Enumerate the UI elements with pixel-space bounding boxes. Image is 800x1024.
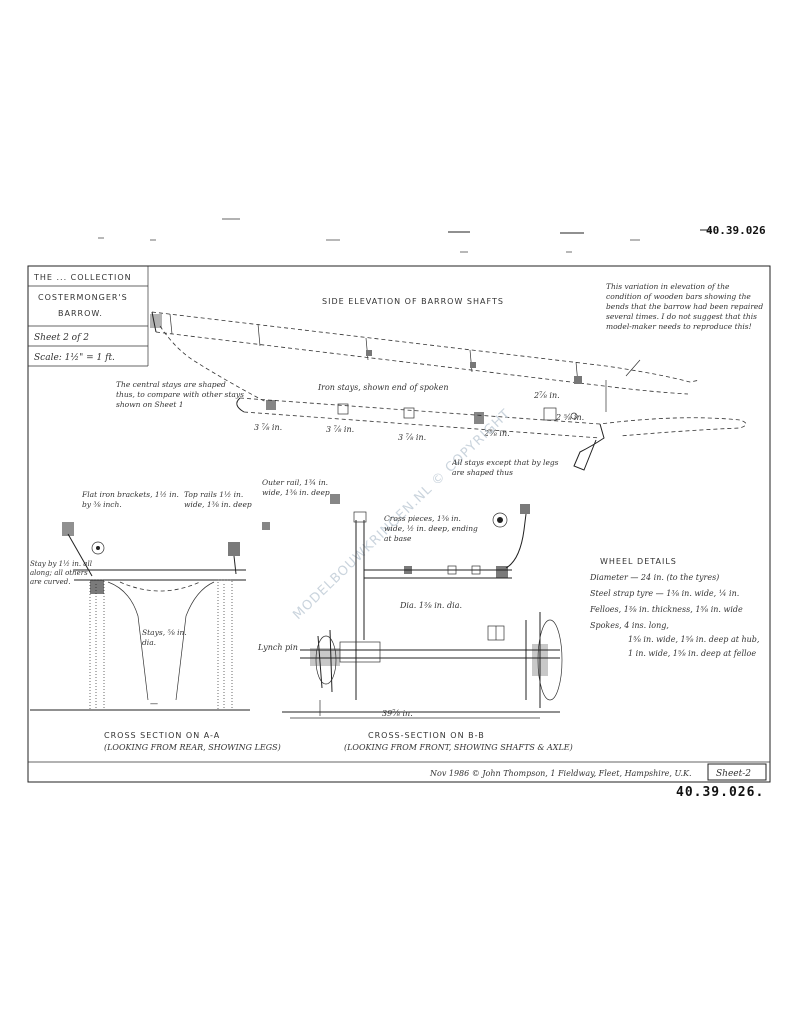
title-block: THE ... COLLECTION COSTERMONGER'S BARROW…: [28, 266, 149, 367]
drawing-border: [27, 265, 771, 783]
footer: Nov 1986 © John Thompson, 1 Fieldway, Fl…: [28, 761, 770, 800]
rear-subcaption: (LOOKING FROM REAR, SHOWING LEGS): [104, 743, 281, 752]
elevation-dim-5: 2⅝ in.: [483, 429, 510, 438]
elevation-title: SIDE ELEVATION OF BARROW SHAFTS: [322, 297, 504, 306]
title-block-scale: Scale: 1½" = 1 ft.: [34, 352, 115, 363]
rear-stay-note-box: Stay by 1½ in. all along; all others are…: [30, 560, 92, 586]
wheel-detail-line-2: Steel strap tyre — 1⅜ in. wide, ¼ in.: [590, 589, 739, 598]
front-width-dim: 39⅞ in.: [382, 709, 413, 718]
wheel-details-title: WHEEL DETAILS: [600, 557, 677, 566]
title-block-line1: THE ... COLLECTION: [33, 273, 132, 282]
front-outer-rail-note-box: Outer rail, 1¾ in. wide, 1⅜ in. deep: [262, 478, 330, 497]
wheel-detail-line-4: Spokes, 4 ins. long,: [590, 621, 669, 630]
footer-sheet-box: Sheet-2: [716, 769, 751, 779]
title-block-line3: BARROW.: [58, 309, 103, 318]
rear-caption: CROSS SECTION ON A-A: [104, 731, 220, 740]
cross-section-front: 39⅞ in. Dia. 1⅜ in. dia. Lynch pin Outer…: [257, 458, 573, 752]
rear-stay-note: Stay by 1½ in. all along; all others are…: [30, 560, 92, 586]
shaft-elevation-view: SIDE ELEVATION OF BARROW SHAFTS 2⅞ in.: [116, 282, 764, 471]
front-subcaption: (LOOKING FROM FRONT, SHOWING SHAFTS & AX…: [344, 743, 573, 752]
elevation-dim-2: 3 ⅞ in.: [254, 423, 282, 432]
front-caption: CROSS-SECTION ON B-B: [368, 731, 485, 740]
elevation-dim-4: 3 ⅞ in.: [398, 433, 426, 442]
front-stays-note: All stays except that by legs are shaped…: [452, 458, 559, 477]
scan-marks: [98, 218, 712, 253]
front-cross-piece-note: Cross pieces, 1⅜ in. wide, ½ in. deep, e…: [384, 514, 478, 543]
elevation-dim-6: 2 ⅝ in.: [555, 413, 584, 422]
stay-note-box: The central stays are shaped thus, to co…: [116, 380, 244, 409]
shaft-note: Iron stays, shown end of spoken: [317, 383, 449, 392]
wheel-detail-line-6: 1 in. wide, 1⅝ in. deep at felloe: [628, 649, 756, 658]
title-block-line2: COSTERMONGER'S: [38, 293, 128, 302]
front-axle-note: Dia. 1⅜ in. dia.: [399, 601, 462, 610]
rear-toprail-note-box: Top rails 1½ in. wide, 1⅜ in. deep: [184, 490, 252, 509]
wheel-detail-line-3: Felloes, 1⅜ in. thickness, 1⅝ in. wide: [589, 605, 743, 614]
stay-note: The central stays are shaped thus, to co…: [116, 380, 244, 409]
wheel-details: WHEEL DETAILS Diameter — 24 in. (to the …: [589, 557, 759, 658]
rear-bracket-note: Flat iron brackets, 1½ in. by ⅜ inch.: [82, 490, 179, 509]
elevation-dim-3: 3 ⅞ in.: [326, 425, 354, 434]
front-stays-note-box: All stays except that by legs are shaped…: [452, 458, 559, 477]
front-cross-piece-note-box: Cross pieces, 1⅜ in. wide, ½ in. deep, e…: [384, 514, 478, 543]
wheel-detail-line-5: 1⅝ in. wide, 1⅝ in. deep at hub,: [628, 635, 759, 644]
elevation-dim-1: 2⅞ in.: [533, 391, 560, 400]
rear-ground-mark: —: [150, 699, 158, 708]
elevation-note: This variation in elevation of the condi…: [606, 282, 764, 331]
cross-section-rear: — Flat iron brackets, 1½ in. by ⅜ inch. …: [30, 490, 281, 752]
rear-bracket-note-box: Flat iron brackets, 1½ in. by ⅜ inch.: [82, 490, 179, 509]
rear-toprail-note: Top rails 1½ in. wide, 1⅜ in. deep: [184, 490, 252, 509]
rear-stays-label-box: Stays, ⅝ in. dia.: [142, 628, 187, 647]
elevation-note-box: This variation in elevation of the condi…: [606, 282, 764, 331]
footer-credit: Nov 1986 © John Thompson, 1 Fieldway, Fl…: [429, 769, 692, 778]
title-block-sheet: Sheet 2 of 2: [34, 333, 89, 343]
reference-number-bottom: 40.39.026.: [676, 785, 764, 800]
wheel-detail-line-1: Diameter — 24 in. (to the tyres): [589, 573, 719, 582]
front-outer-rail-note: Outer rail, 1¾ in. wide, 1⅜ in. deep: [262, 478, 330, 497]
rear-stays-label: Stays, ⅝ in. dia.: [142, 628, 187, 647]
reference-number-top: 40.39.026: [706, 224, 766, 237]
lynch-pin-label: Lynch pin: [257, 643, 298, 652]
